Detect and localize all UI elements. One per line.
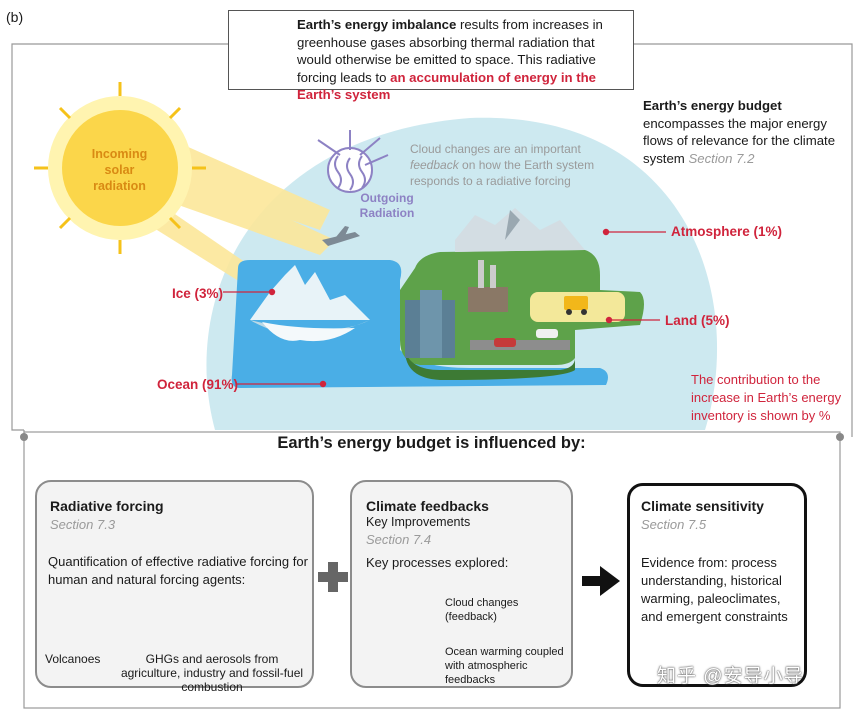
arrow-right-icon (582, 566, 620, 596)
climate-sensitivity-body: Evidence from: process understanding, hi… (641, 555, 788, 624)
land-label: Land (5%) (665, 313, 730, 328)
land-island (400, 208, 644, 380)
climate-feedbacks-title: Climate feedbacks (366, 498, 489, 514)
cloud-changes-label: Cloud changes (feedback) (445, 597, 519, 623)
radiative-forcing-section: Section 7.3 (50, 517, 116, 532)
radiative-forcing-card: Radiative forcing Section 7.3 Quantifica… (35, 480, 314, 694)
climate-sensitivity-card: Climate sensitivity Section 7.5 Evidence… (627, 483, 807, 687)
panel-label: (b) (6, 9, 24, 25)
climate-feedbacks-body: Key processes explored: (366, 555, 509, 570)
volcanoes-label: Volcanoes (45, 652, 101, 666)
cloud-note-italic: feedback (410, 158, 459, 172)
climate-feedbacks-card: Climate feedbacks Key Improvements Secti… (350, 480, 573, 688)
ice-marker (268, 288, 276, 296)
ocean-body (231, 260, 608, 388)
influence-title: Earth’s energy budget is influenced by: (277, 434, 586, 452)
ocean-label: Ocean (91%) (157, 377, 239, 392)
frame-dot-right (836, 433, 844, 441)
ocean-marker (319, 380, 327, 388)
energy-budget-text: Earth’s energy budget encompasses the ma… (643, 97, 858, 167)
budget-section: Section 7.2 (688, 150, 755, 166)
cloud-feedback-note: Cloud changes are an important feedback o… (410, 141, 595, 189)
outgoing-radiation-label: Outgoing Radiation (359, 191, 415, 220)
frame-dot-left (20, 433, 28, 441)
contribution-note: The contribution to the increase in Eart… (691, 372, 842, 423)
atmosphere-label: Atmosphere (1%) (671, 224, 783, 239)
imbalance-lead: Earth’s energy imbalance (297, 17, 457, 32)
outgoing-radiation-icon (317, 130, 389, 193)
ghg-label: GHGs and aerosols from agriculture, indu… (120, 652, 304, 694)
ice-label: Ice (3%) (172, 286, 224, 301)
cloud-note-line1: Cloud changes are an important (410, 142, 581, 156)
climate-sensitivity-title: Climate sensitivity (641, 498, 764, 514)
watermark: 知乎 @安导小导 (657, 666, 804, 687)
cloud-note-line2: on how the Earth system responds to a ra… (410, 158, 595, 188)
budget-lead: Earth’s energy budget (643, 98, 782, 113)
energy-imbalance-text: Earth’s energy imbalance results from in… (297, 16, 627, 104)
imbalance-body: results from increases in greenhouse gas… (297, 17, 603, 85)
iceberg (250, 265, 370, 342)
budget-body: encompasses the major energy flows of re… (643, 115, 836, 166)
sun-label: Incoming solar radiation (91, 147, 148, 193)
climate-feedbacks-section: Section 7.4 (366, 532, 432, 547)
frame-lines (11, 43, 853, 709)
airplane-icon (322, 226, 360, 246)
atmosphere-marker (602, 228, 610, 236)
radiative-forcing-title: Radiative forcing (50, 498, 164, 514)
imbalance-highlight: an accumulation of energy in the Earth’s… (297, 69, 597, 103)
sun (34, 82, 206, 254)
pointer-lines (223, 231, 666, 385)
land-marker (605, 316, 613, 324)
climate-sensitivity-section: Section 7.5 (641, 517, 707, 532)
ocean-warming-label: Ocean warming coupled with atmospheric f… (445, 646, 564, 686)
plus-icon (318, 562, 348, 592)
energy-imbalance-box: Earth’s energy imbalance results from in… (228, 10, 634, 102)
climate-feedbacks-subtitle: Key Improvements (366, 515, 471, 529)
radiative-forcing-body: Quantification of effective radiative fo… (48, 554, 308, 587)
